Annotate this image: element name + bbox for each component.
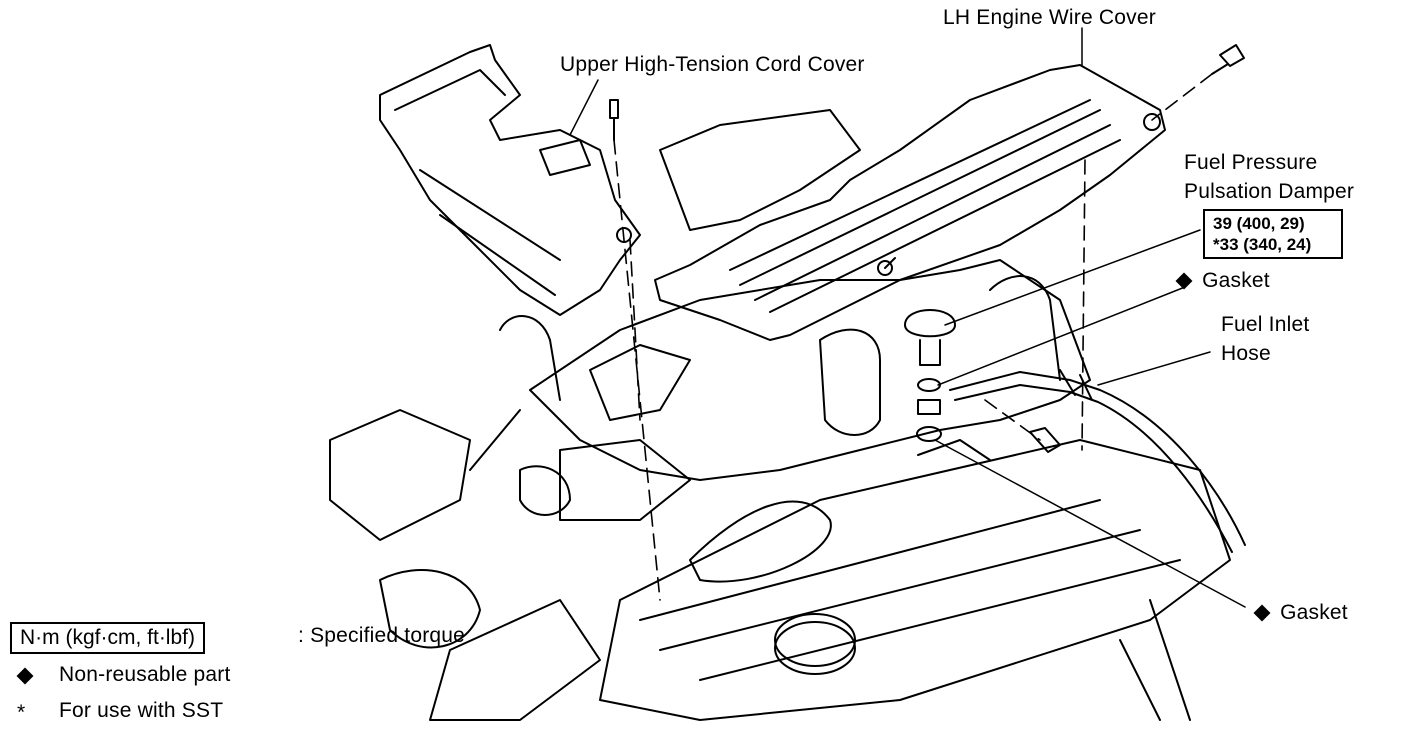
legend-diamond: [16, 664, 34, 688]
label-fuel-pressure: Fuel Pressure: [1184, 151, 1318, 174]
label-hose: Hose: [1221, 342, 1271, 365]
engine-block-drawing: [329, 109, 1231, 721]
torque-spec-sst: *33 (340, 24): [1213, 235, 1312, 254]
legend-unit-box: N·m (kgf·cm, ft·lbf): [10, 622, 205, 654]
legend-sst-symbol: *: [17, 701, 26, 724]
label-gasket-lower: Gasket: [1253, 601, 1348, 625]
leader-lines: [569, 27, 1246, 608]
upper-cord-cover-drawing: [379, 44, 641, 316]
diamond-icon: [1253, 604, 1271, 622]
legend-unit-desc: : Specified torque: [298, 624, 466, 647]
pulsation-damper-drawing: [904, 309, 991, 461]
legend-sst: For use with SST: [59, 699, 224, 722]
diamond-icon: [16, 667, 34, 685]
label-lh-engine-wire-cover: LH Engine Wire Cover: [943, 6, 1156, 29]
fuel-inlet-hose-drawing: [949, 275, 1246, 553]
gasket-upper-text: Gasket: [1202, 269, 1270, 292]
gasket-lower-text: Gasket: [1280, 601, 1348, 624]
legend-nonreusable: Non-reusable part: [59, 663, 231, 686]
label-upper-cord-cover: Upper High-Tension Cord Cover: [560, 53, 865, 76]
torque-spec-standard: 39 (400, 29): [1213, 214, 1305, 233]
label-pulsation-damper: Pulsation Damper: [1184, 180, 1355, 203]
bolt-drawings: [609, 44, 1245, 453]
dashed-lines: [613, 73, 1213, 601]
label-fuel-inlet: Fuel Inlet: [1221, 313, 1310, 336]
label-gasket-upper: Gasket: [1175, 269, 1270, 293]
diamond-icon: [1175, 272, 1193, 290]
lh-wire-cover-drawing: [654, 64, 1166, 341]
torque-spec-box: 39 (400, 29) *33 (340, 24): [1203, 209, 1343, 259]
